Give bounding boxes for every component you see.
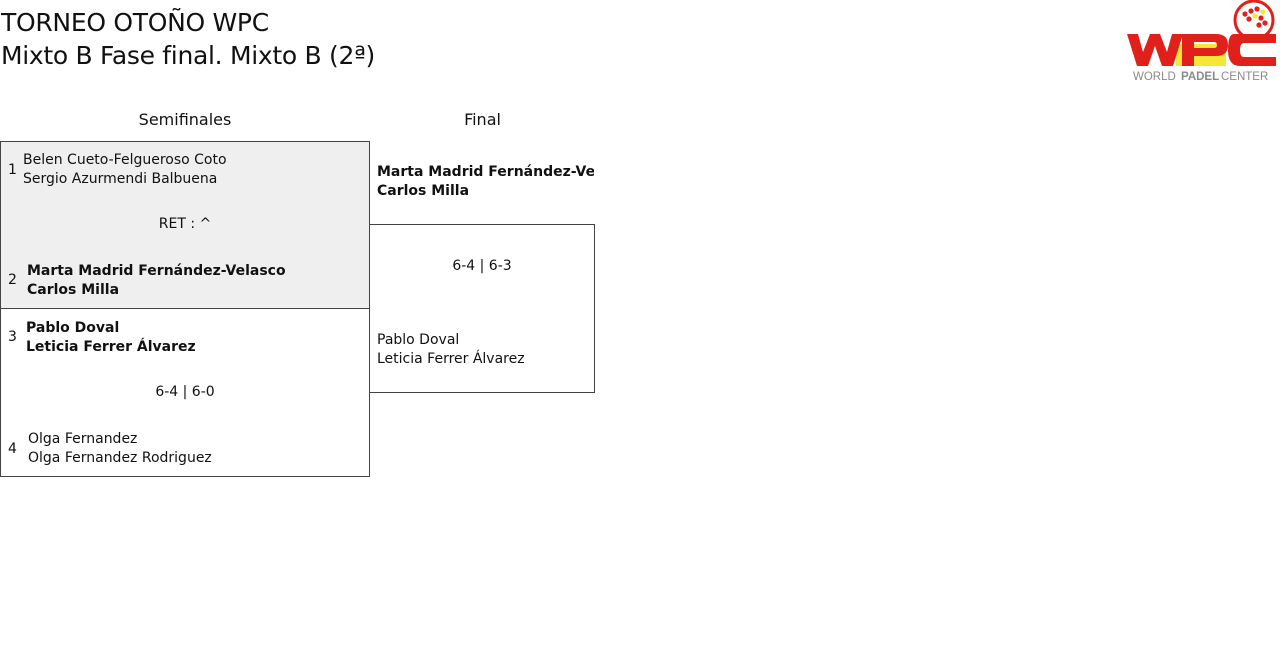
team-4[interactable]: Olga Fernandez Olga Fernandez Rodriguez: [28, 430, 212, 468]
player-name: Marta Madrid Fernández-Velasco: [377, 164, 594, 180]
seed-number: 4: [8, 441, 17, 457]
draw-subtitle: Mixto B Fase final. Mixto B (2ª): [1, 41, 376, 70]
player-name: Belen Cueto-Felgueroso Coto: [23, 152, 227, 168]
wpc-logo: WORLD PADEL CENTER: [1127, 0, 1276, 83]
player-name: Carlos Milla: [27, 282, 120, 298]
match-score: 6-4 | 6-0: [155, 384, 215, 400]
player-name: Carlos Milla: [377, 183, 470, 199]
semifinal-match-2[interactable]: 3 Pablo Doval Leticia Ferrer Álvarez 6-4…: [0, 308, 370, 477]
logo-text-center: CENTER: [1221, 71, 1268, 83]
padel-ball-icon: [1233, 0, 1275, 41]
player-name: Pablo Doval: [377, 332, 460, 348]
player-name: Leticia Ferrer Álvarez: [377, 351, 525, 367]
player-name: Leticia Ferrer Álvarez: [26, 339, 196, 355]
player-name: Olga Fernandez Rodriguez: [28, 450, 212, 466]
final-team-bottom[interactable]: Pablo Doval Leticia Ferrer Álvarez: [377, 331, 525, 369]
round-label-final: Final: [464, 110, 501, 129]
team-3-winner[interactable]: Pablo Doval Leticia Ferrer Álvarez: [26, 319, 196, 357]
player-name: Pablo Doval: [26, 320, 120, 336]
semifinal-match-1[interactable]: 1 Belen Cueto-Felgueroso Coto Sergio Azu…: [0, 141, 370, 309]
tournament-title: TORNEO OTOÑO WPC: [1, 8, 269, 37]
seed-number: 1: [8, 162, 17, 178]
match-score: 6-4 | 6-3: [452, 258, 512, 274]
player-name: Olga Fernandez: [28, 431, 138, 447]
seed-number: 3: [8, 329, 17, 345]
final-team-top-winner[interactable]: Marta Madrid Fernández-Velasco Carlos Mi…: [377, 163, 594, 203]
player-name: Sergio Azurmendi Balbuena: [23, 171, 218, 187]
round-label-semifinals: Semifinales: [138, 110, 232, 129]
team-2-winner[interactable]: Marta Madrid Fernández-Velasco Carlos Mi…: [27, 262, 286, 300]
team-1[interactable]: Belen Cueto-Felgueroso Coto Sergio Azurm…: [23, 151, 227, 189]
seed-number: 2: [8, 272, 17, 288]
logo-text-world: WORLD: [1133, 71, 1176, 83]
final-match[interactable]: 6-4 | 6-3 Pablo Doval Leticia Ferrer Álv…: [369, 224, 595, 393]
match-score: RET : ^: [158, 216, 212, 232]
player-name: Marta Madrid Fernández-Velasco: [27, 263, 286, 279]
logo-text-padel: PADEL: [1181, 71, 1219, 83]
